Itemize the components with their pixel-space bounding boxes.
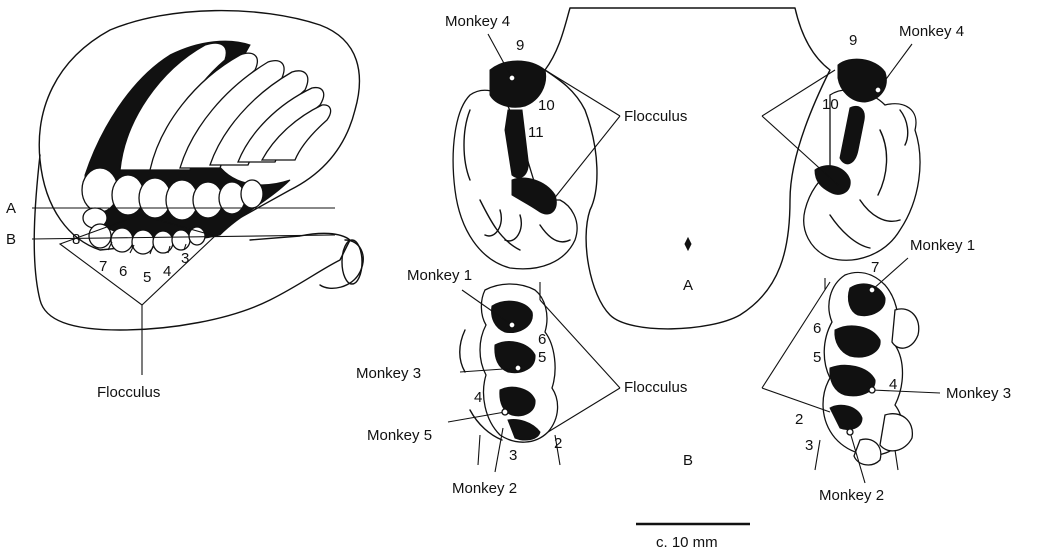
lobule-label-7: 7	[99, 259, 107, 274]
section-a-left-monkey-label: Monkey 4	[445, 14, 510, 29]
section-b-left-lobule-3: 3	[509, 448, 517, 463]
section-b-left-monkey-3-label: Monkey 3	[356, 366, 421, 381]
section-b-left-lobule-4: 4	[474, 390, 482, 405]
lobule-label-3: 3	[181, 251, 189, 266]
section-a-left-lobule-11: 11	[528, 125, 544, 140]
section-b-right-lobule-5: 5	[813, 350, 821, 365]
section-b-left-lobule-6: 6	[538, 332, 546, 347]
section-b-left-lobule-2: 2	[554, 436, 562, 451]
section-a-left-lobule-9: 9	[516, 38, 524, 53]
lobule-label-8: 8	[72, 232, 80, 247]
section-a-right-lobule-10: 10	[822, 97, 839, 112]
section-b-letter: B	[683, 453, 693, 468]
section-b-right-monkey-1-label: Monkey 1	[910, 238, 975, 253]
section-b-right-lobule-4: 4	[889, 377, 897, 392]
section-line-b-label: B	[6, 232, 16, 247]
section-a-right-monkey-label: Monkey 4	[899, 24, 964, 39]
section-a-flocculus-label: Flocculus	[624, 109, 687, 124]
section-b-right-flocculus	[823, 272, 919, 464]
section-b-right-monkey-3-label: Monkey 3	[946, 386, 1011, 401]
lobule-label-5: 5	[143, 270, 151, 285]
section-b-right-monkey-2-label: Monkey 2	[819, 488, 884, 503]
cerebellum-lateral-view	[32, 11, 363, 375]
section-b-left-monkey-5-label: Monkey 5	[367, 428, 432, 443]
lobule-label-6: 6	[119, 264, 127, 279]
section-b-right-lobule-7: 7	[871, 260, 879, 275]
section-b-left-monkey-2-label: Monkey 2	[452, 481, 517, 496]
section-a-right-lobule-9: 9	[849, 33, 857, 48]
section-b-right-lobule-2: 2	[795, 412, 803, 427]
section-b-left-lobule-5: 5	[538, 350, 546, 365]
section-a-left-flocculus	[453, 61, 577, 269]
section-a-letter: A	[683, 278, 693, 293]
section-b-flocculus-label: Flocculus	[624, 380, 687, 395]
section-line-a-label: A	[6, 201, 16, 216]
left-flocculus-label: Flocculus	[97, 385, 160, 400]
scale-bar-label: c. 10 mm	[656, 535, 718, 550]
section-b-right-lobule-3: 3	[805, 438, 813, 453]
section-b-right-lobule-6: 6	[813, 321, 821, 336]
section-b-left-monkey-1-label: Monkey 1	[407, 268, 472, 283]
section-a-left-lobule-10: 10	[538, 98, 555, 113]
lobule-label-4: 4	[163, 264, 171, 279]
